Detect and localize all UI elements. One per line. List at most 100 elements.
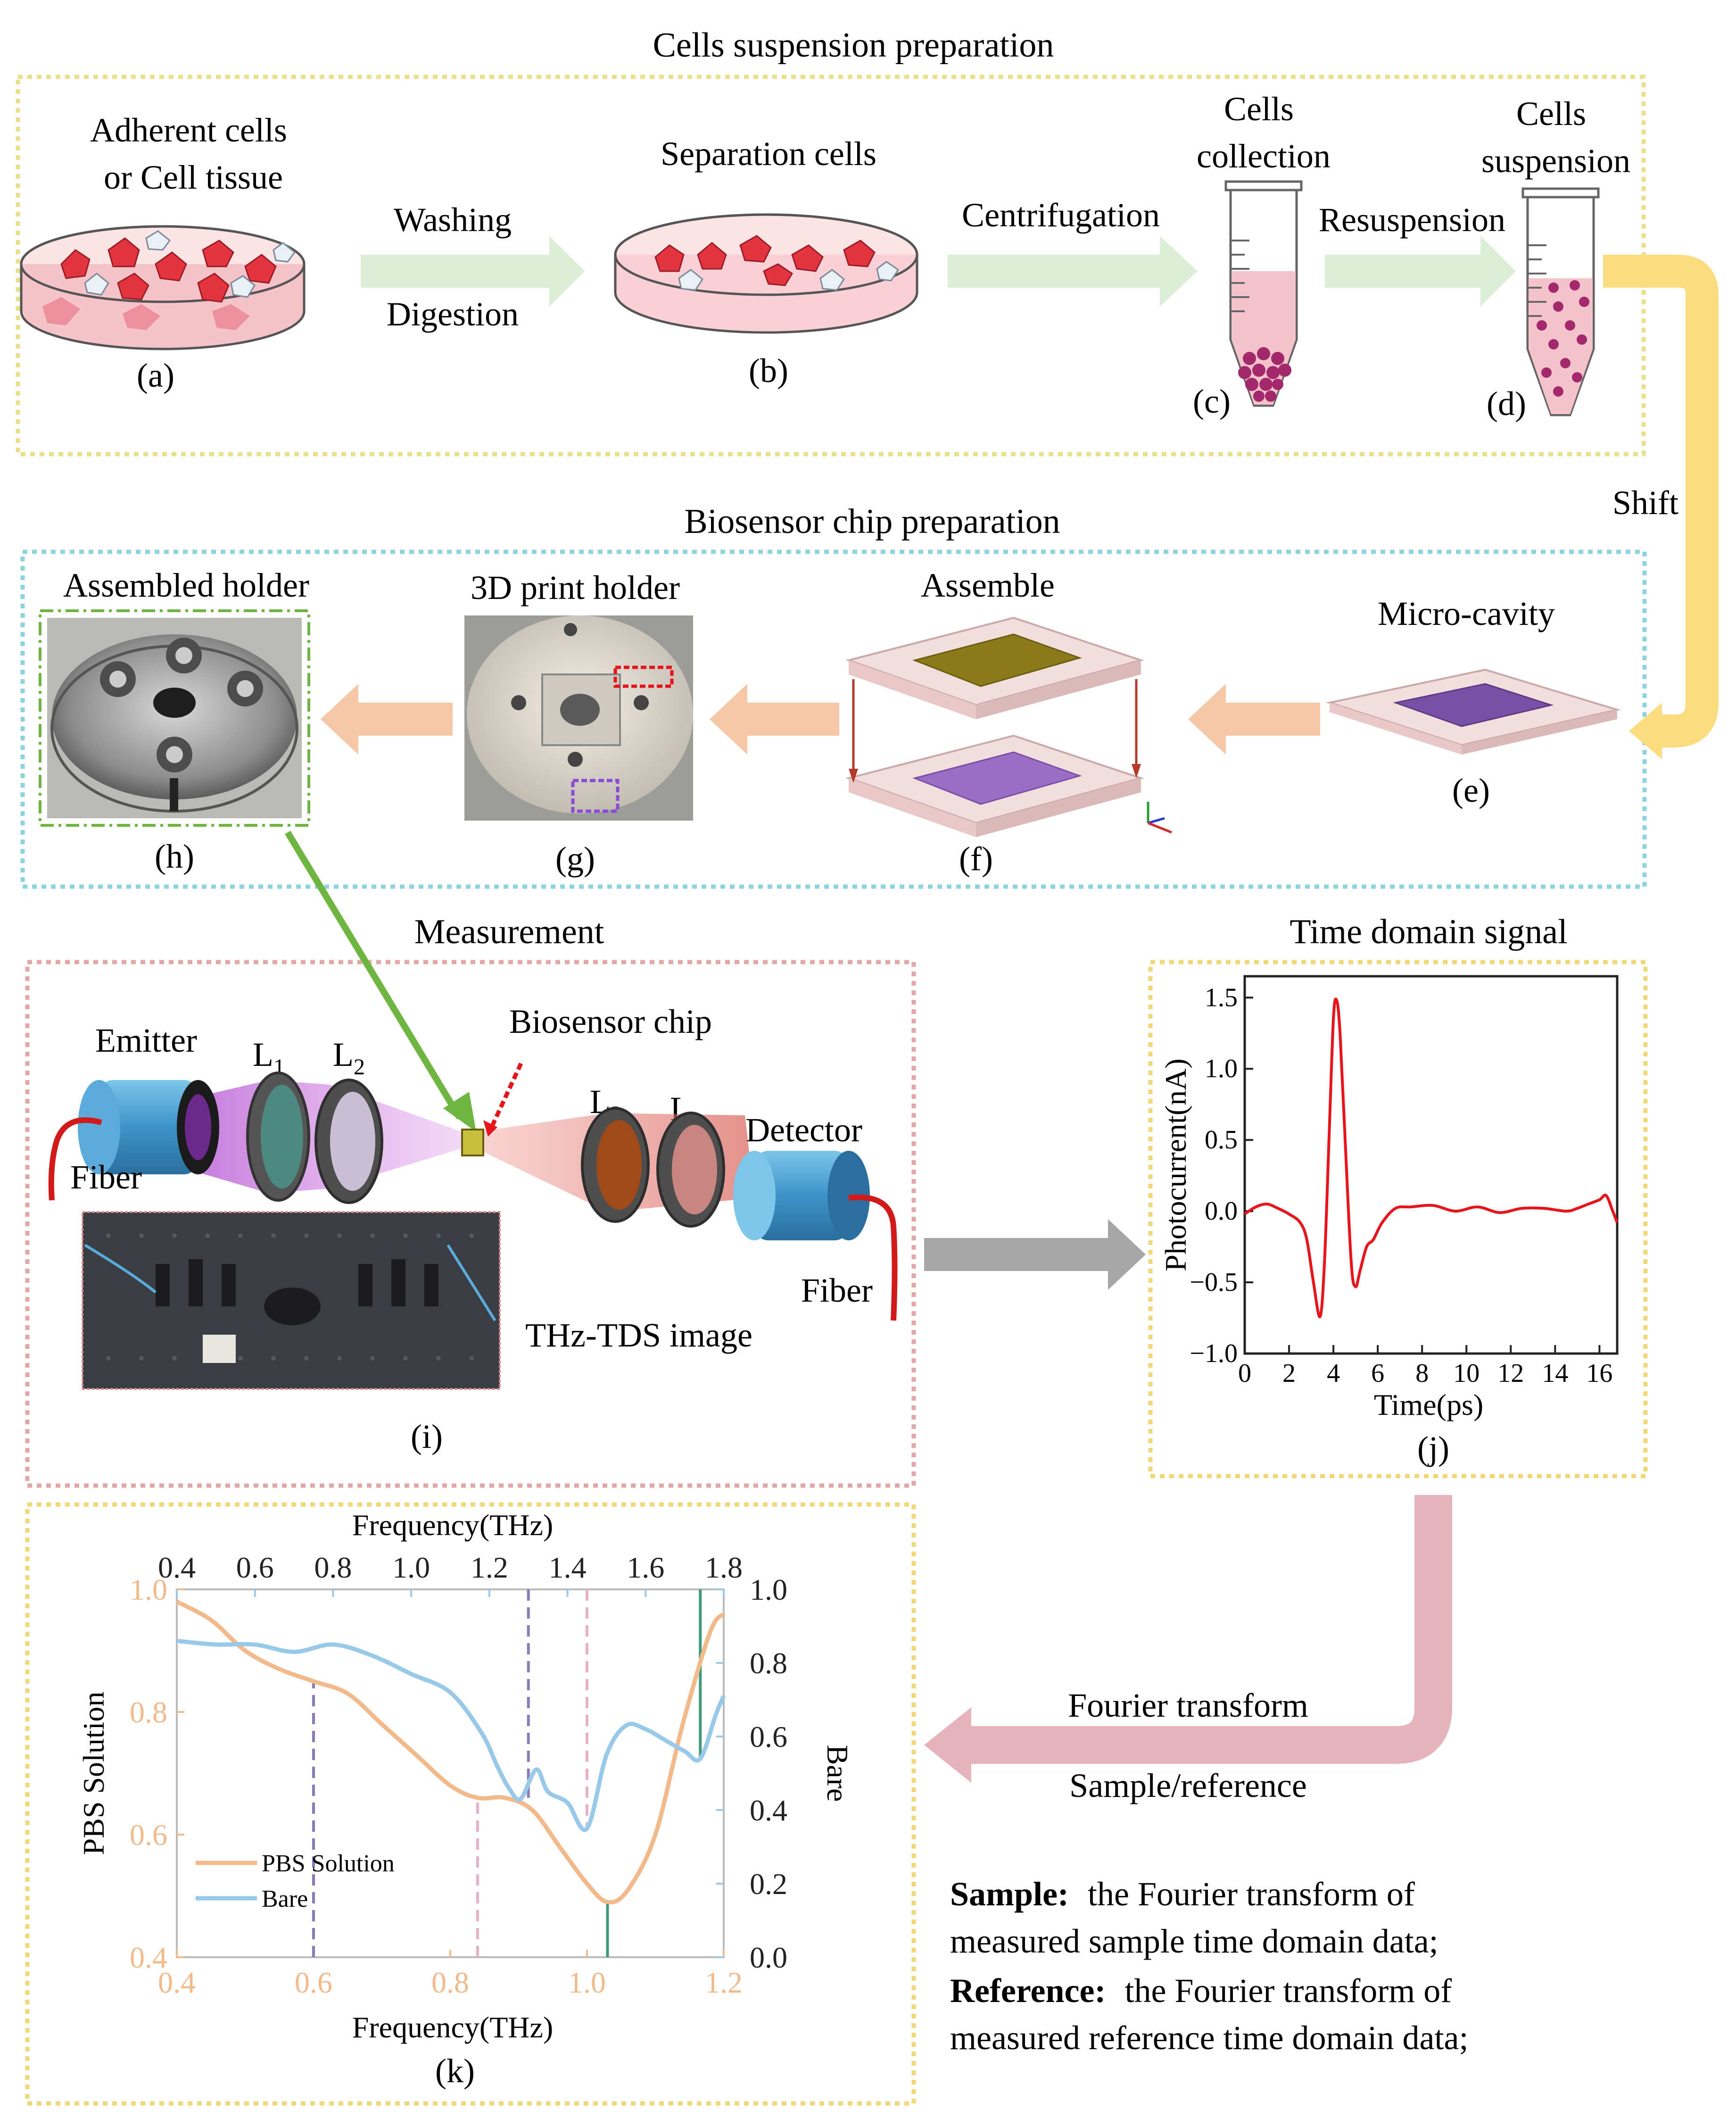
chart-k-x2tick-label: 1.4 (549, 1551, 587, 1584)
thz-setup-diagram (48, 1063, 898, 1321)
chart-j-xtick-label: 0 (1238, 1359, 1251, 1388)
fiber-right-label: Fiber (801, 1271, 873, 1309)
chart-k-xtick-label: 0.6 (295, 1966, 332, 1999)
legend-pbs-label: PBS Solution (262, 1850, 395, 1877)
shift-arrow (1603, 255, 1719, 748)
chart-j-ytick-label: −1.0 (1190, 1339, 1238, 1368)
panel-h-label: (h) (155, 838, 194, 875)
chart-j-xtick-label: 12 (1497, 1359, 1524, 1388)
holder-flow-arrow-1 (321, 684, 453, 755)
biosensor-section-title: Biosensor chip preparation (684, 502, 1060, 541)
measurement-box (25, 960, 916, 1488)
legend-bare-label: Bare (262, 1886, 308, 1912)
chart-k-x2tick-label: 0.6 (236, 1551, 274, 1584)
washing-label: Washing (394, 201, 512, 239)
fourier-arrow (962, 1495, 1452, 1764)
chart-k-xtick-label: 0.4 (158, 1966, 196, 1999)
panel-e-label: (e) (1452, 772, 1490, 809)
centrifuge-tube-collection (1224, 180, 1303, 407)
centrifuge-tube-suspension (1521, 187, 1600, 416)
chart-k-legend: PBS Solution Bare (196, 1850, 395, 1912)
panel-i-label: (i) (411, 1418, 443, 1455)
chart-k-y2tick-label: 0.4 (750, 1794, 787, 1827)
assemble-label: Assemble (921, 566, 1055, 604)
micro-cavity-label: Micro-cavity (1378, 595, 1555, 632)
fiber-left-cable (48, 1117, 102, 1201)
chart-k-xlabel: Frequency(THz) (352, 2011, 553, 2044)
photocurrent-line (1244, 997, 1619, 1319)
lens-l1 (246, 1072, 310, 1202)
resuspension-arrow (1325, 236, 1516, 307)
cells-section-title: Cells suspension preparation (653, 26, 1054, 65)
chart-j-ytick-label: 0.0 (1205, 1196, 1238, 1226)
chart-k-x2tick-label: 1.0 (392, 1551, 430, 1584)
cells-collection-label-line1: Cells (1224, 90, 1294, 128)
chart-j-ytick-label: −0.5 (1190, 1268, 1238, 1297)
chip-pointer-arrow (490, 1063, 523, 1126)
chart-j-xtick-label: 16 (1586, 1359, 1612, 1388)
separation-cells-label: Separation cells (661, 135, 876, 173)
measurement-to-signal-arrow (924, 1219, 1146, 1290)
time-domain-section-title: Time domain signal (1290, 913, 1567, 951)
chart-j-frame (1243, 975, 1619, 1355)
chart-k-xtick-label: 1.0 (568, 1966, 606, 1999)
petri-dish-separated-cells (614, 213, 918, 334)
shift-label: Shift (1612, 484, 1678, 522)
fiber-right-cable (848, 1194, 898, 1321)
panel-c-label: (c) (1193, 382, 1231, 420)
chart-k-ytick-label: 0.8 (130, 1695, 167, 1729)
chart-k-xtick-label: 1.2 (705, 1966, 743, 1999)
holder-to-chip-arrow (285, 831, 463, 1120)
3d-print-holder-label: 3D print holder (471, 569, 680, 607)
adherent-cells-label-line2: or Cell tissue (104, 158, 283, 196)
centrifugation-label: Centrifugation (962, 196, 1160, 234)
holder-flow-arrow-2 (710, 684, 839, 755)
sample-reference-label: Sample/reference (1069, 1767, 1307, 1804)
shift-arrow-head (1629, 703, 1662, 759)
bare-line (176, 1638, 726, 1832)
3d-print-holder-photo (464, 615, 693, 821)
measurement-section-title: Measurement (414, 913, 604, 951)
chart-j-ylabel: Photocurrent(nA) (1159, 1058, 1192, 1271)
panel-g-label: (g) (555, 840, 595, 878)
chart-k-x2tick-label: 0.8 (314, 1551, 352, 1584)
chart-j-ytick-label: 1.0 (1205, 1054, 1238, 1083)
detector-label: Detector (745, 1111, 862, 1149)
chart-k-ylabel: PBS Solution (77, 1692, 110, 1855)
chart-k-xtick-label: 0.8 (431, 1966, 469, 1999)
chart-k-y2label: Bare (821, 1745, 854, 1802)
chart-k-ytick-label: 1.0 (130, 1573, 167, 1606)
thz-tds-image-label: THz-TDS image (525, 1316, 752, 1354)
chart-k-y2tick-label: 0.0 (750, 1941, 787, 1974)
emitter-device (78, 1080, 219, 1174)
centrifugation-arrow (948, 236, 1198, 307)
chart-j-xlabel: Time(ps) (1374, 1388, 1483, 1421)
lens-l2-label: L2 (333, 1036, 365, 1080)
thz-tds-photo (82, 1211, 501, 1390)
chart-k-y2tick-label: 0.2 (750, 1867, 787, 1901)
petri-dish-adherent-cells (20, 225, 306, 350)
chart-k-ytick-label: 0.4 (130, 1941, 167, 1974)
chart-k-y2tick-label: 0.6 (750, 1720, 787, 1753)
biosensor-chip (461, 1129, 484, 1156)
spectrum-box (25, 1502, 916, 2106)
washing-arrow (361, 236, 585, 307)
pbs-solution-line (175, 1600, 726, 1904)
emitter-label: Emitter (95, 1022, 197, 1059)
chart-k-x2tick-label: 1.8 (705, 1551, 743, 1584)
adherent-cells-label-line1: Adherent cells (90, 111, 287, 149)
notes-block: Sample:the Fourier transform of measured… (950, 1875, 1468, 2057)
chart-k-x2tick-label: 1.2 (471, 1551, 508, 1584)
lens-l2 (314, 1079, 383, 1204)
holder-flow-arrow-3 (1188, 684, 1320, 755)
cells-suspension-label-line2: suspension (1481, 142, 1630, 180)
fourier-arrow-head (924, 1707, 971, 1783)
chart-j-xtick-label: 10 (1453, 1359, 1480, 1388)
micro-cavity-diagram (1326, 668, 1621, 755)
chart-j-xtick-label: 4 (1327, 1359, 1340, 1388)
reference-note-line2: measured reference time domain data; (950, 2019, 1468, 2057)
panel-b-label: (b) (749, 352, 788, 390)
